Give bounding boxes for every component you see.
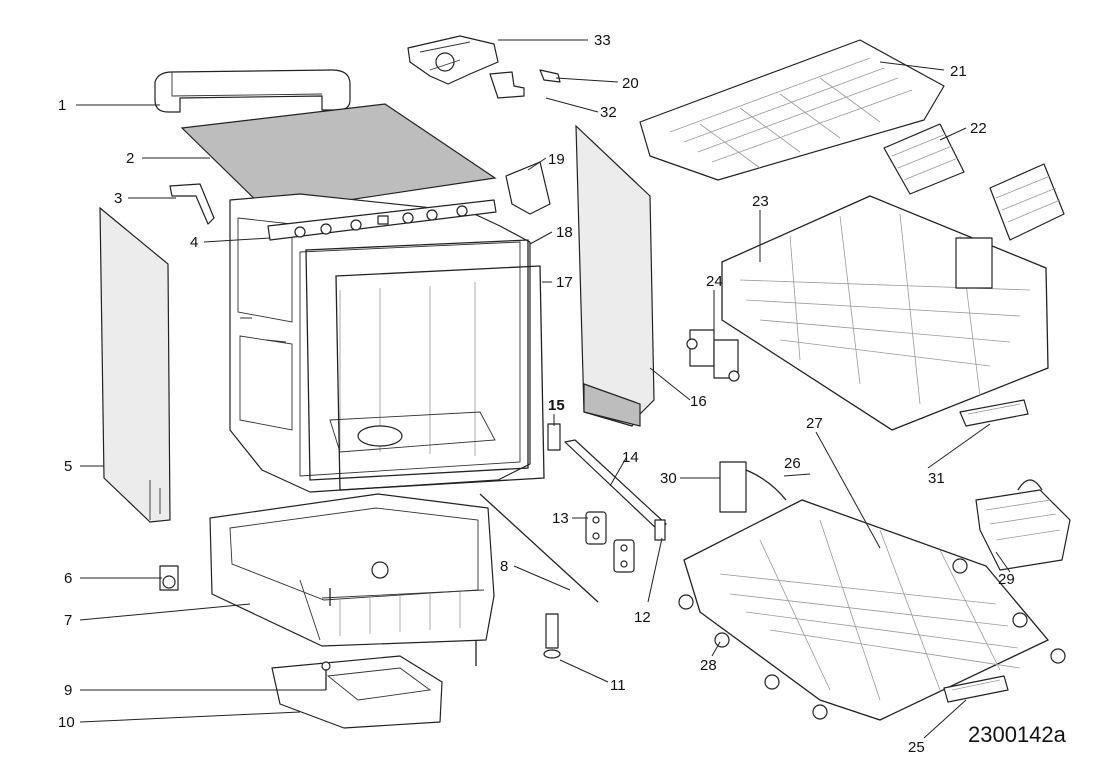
part-13-hinges	[585, 511, 635, 573]
callout-2: 2	[126, 150, 134, 167]
part-21-cutlery-tray	[639, 39, 945, 181]
part-24-rail-clips	[686, 329, 740, 382]
callout-31: 31	[928, 470, 945, 487]
callout-24: 24	[706, 273, 723, 290]
callout-22: 22	[970, 120, 987, 137]
callout-17: 17	[556, 274, 573, 291]
part-32-clip	[489, 71, 525, 99]
callout-25: 25	[908, 739, 925, 756]
callout-4: 4	[190, 234, 198, 251]
part-11-adjustable-foot	[543, 613, 561, 659]
part-30-holder	[719, 461, 787, 513]
callout-14: 14	[622, 449, 639, 466]
callout-labels: 1 2 3 4 5 6 7 8 9 10 11 12 13 14 15 16 1…	[58, 32, 1015, 756]
part-19-bracket	[505, 161, 551, 215]
callout-19: 19	[548, 151, 565, 168]
part-17-inner-gasket	[335, 265, 545, 491]
callout-28: 28	[700, 657, 717, 674]
callout-6: 6	[64, 570, 72, 587]
callout-9: 9	[64, 682, 72, 699]
callout-5: 5	[64, 458, 72, 475]
part-29-cutlery-basket	[975, 479, 1071, 571]
part-26-lower-basket	[678, 499, 1066, 721]
part-8-rod	[479, 493, 599, 603]
tub-cabinet	[229, 193, 531, 493]
callout-18: 18	[556, 224, 573, 241]
part-2-worktop-plate	[180, 103, 497, 213]
drawing-code: 2300142a	[968, 722, 1067, 747]
callout-3: 3	[114, 190, 122, 207]
callout-33: 33	[594, 32, 611, 49]
part-6-pump	[159, 565, 179, 591]
callout-23: 23	[752, 193, 769, 210]
callout-32: 32	[600, 104, 617, 121]
callout-1: 1	[58, 97, 66, 114]
callout-12: 12	[634, 609, 651, 626]
part-23-upper-basket	[721, 195, 1049, 431]
callout-10: 10	[58, 714, 75, 731]
part-22-tine-inserts	[883, 123, 1065, 241]
part-25-basket-handle	[943, 675, 1009, 703]
part-31-basket-handle	[959, 399, 1029, 427]
part-7-base-tray	[209, 493, 495, 666]
callout-13: 13	[552, 510, 569, 527]
callout-8: 8	[500, 558, 508, 575]
callout-21: 21	[950, 63, 967, 80]
part-5-left-panel	[99, 206, 171, 523]
callout-29: 29	[998, 571, 1015, 588]
part-1-top-trim	[154, 69, 351, 113]
part-16-right-panel	[575, 124, 655, 427]
callout-20: 20	[622, 75, 639, 92]
callout-26: 26	[784, 455, 801, 472]
part-9-screw	[321, 661, 331, 690]
callout-27: 27	[806, 415, 823, 432]
part-15-connector	[547, 423, 561, 451]
part-10-base-plate	[271, 655, 443, 729]
part-3-bracket	[169, 183, 215, 225]
part-33-control-unit	[407, 35, 499, 85]
callout-7: 7	[64, 612, 72, 629]
callout-15: 15	[548, 397, 565, 414]
callout-11: 11	[610, 677, 626, 694]
part-18-outer-gasket	[305, 239, 529, 481]
part-12-clip	[654, 519, 666, 541]
leader-lines	[76, 39, 1011, 739]
part-4-control-strip	[267, 199, 497, 241]
part-14-kick-strip	[564, 439, 667, 531]
part-20-sensor	[539, 69, 561, 83]
callout-16: 16	[690, 393, 707, 410]
callout-30: 30	[660, 470, 677, 487]
